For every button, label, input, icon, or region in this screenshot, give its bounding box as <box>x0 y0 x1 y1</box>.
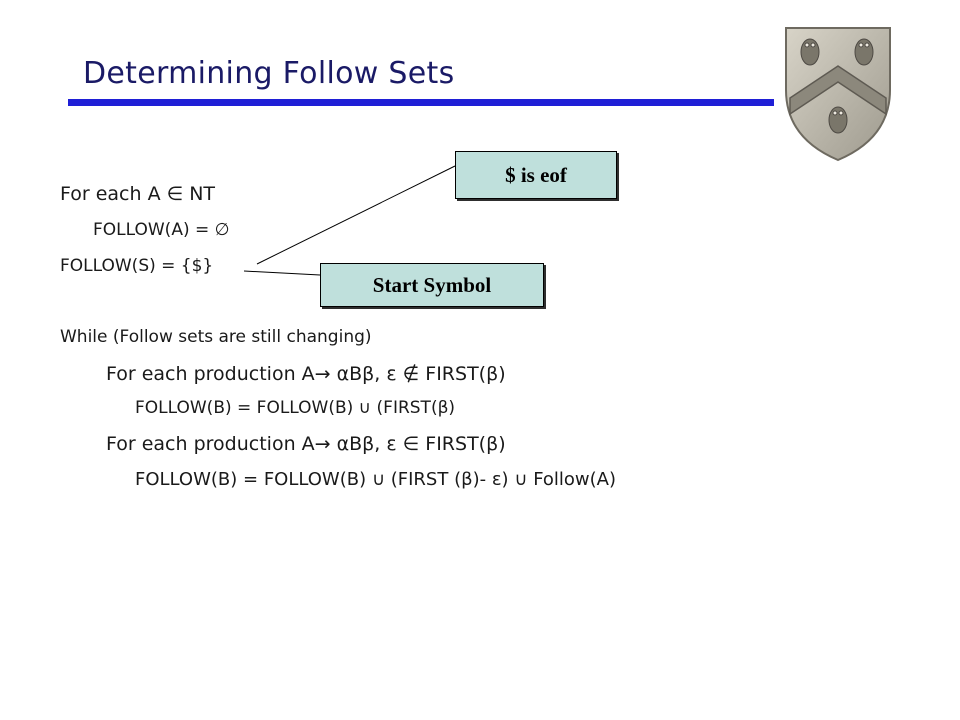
callout-start-label: Start Symbol <box>372 272 492 297</box>
body-line-6: FOLLOW(B) = FOLLOW(B) ∪ (FIRST(β) <box>135 398 456 418</box>
shield-crest-icon <box>785 27 891 162</box>
callout-eof: $ is eof <box>455 151 617 199</box>
connector-eof <box>256 165 456 265</box>
body-line-7: For each production A→ αBβ, ε ∈ FIRST(β) <box>106 433 506 455</box>
title-underline <box>68 99 774 106</box>
slide-title: Determining Follow Sets <box>83 56 455 91</box>
callout-eof-label: $ is eof <box>505 162 567 187</box>
body-line-5: For each production A→ αBβ, ε ∉ FIRST(β) <box>106 363 506 385</box>
body-line-2: FOLLOW(A) = ∅ <box>93 220 230 240</box>
body-line-1: For each A ∈ NT <box>60 183 216 205</box>
body-line-8: FOLLOW(B) = FOLLOW(B) ∪ (FIRST (β)- ε) ∪… <box>135 469 617 490</box>
callout-start-symbol: Start Symbol <box>320 263 544 307</box>
body-line-3: FOLLOW(S) = {$} <box>60 256 214 276</box>
body-line-4: While (Follow sets are still changing) <box>60 327 372 347</box>
connector-start <box>243 270 321 276</box>
